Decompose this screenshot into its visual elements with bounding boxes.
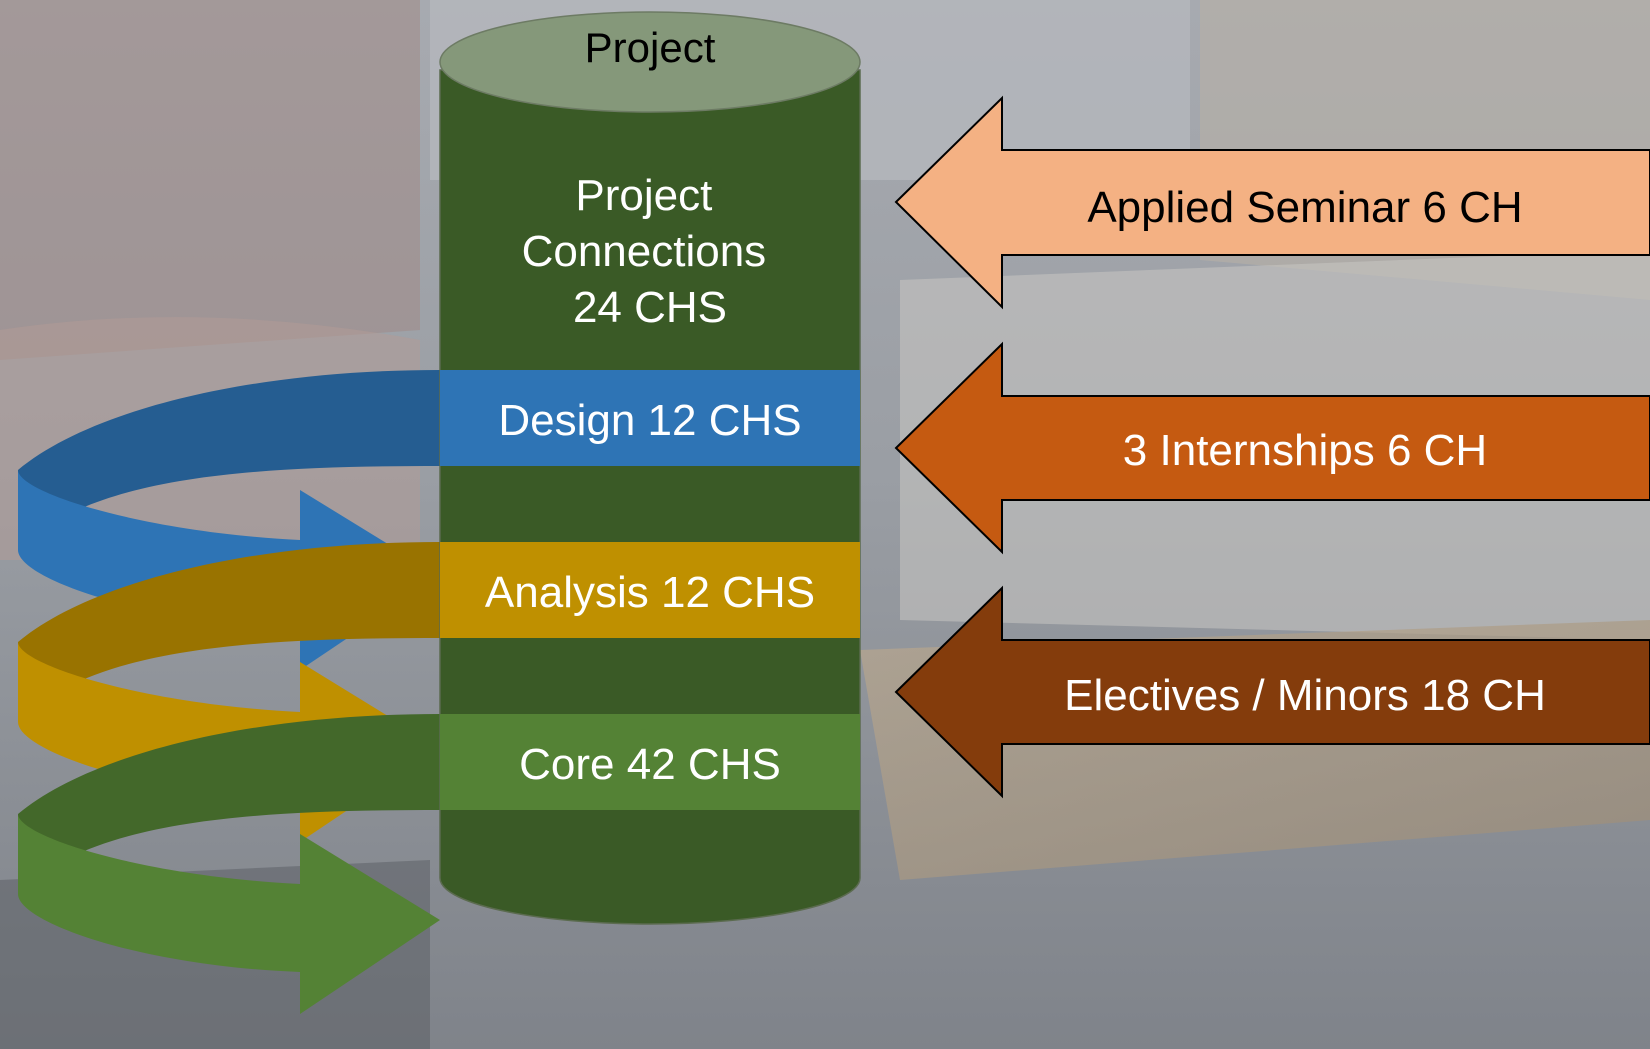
core-band <box>440 714 860 810</box>
project-connections-line-3: 24 CHS <box>573 283 727 332</box>
internships-arrow <box>894 341 1650 555</box>
project-connections-line-2: Connections <box>522 227 767 276</box>
applied-seminar-label: Applied Seminar 6 CH <box>1087 183 1522 232</box>
cylinder-top-cap <box>439 11 861 113</box>
design-band <box>440 370 860 466</box>
core-wrap-arrow <box>18 814 440 1014</box>
analysis-label: Analysis 12 CHS <box>485 568 815 617</box>
analysis-band <box>440 542 860 638</box>
project-connections-line-1: Project <box>575 171 712 220</box>
side-arrows: Applied Seminar 6 CH 3 Internships 6 CH … <box>894 95 1650 799</box>
core-label: Core 42 CHS <box>519 740 781 789</box>
core-wrap-arrow-back <box>18 714 440 894</box>
wrap-arrows <box>18 370 440 1014</box>
curriculum-cylinder: Project Project Connections 24 CHS Desig… <box>439 11 861 925</box>
internships-label: 3 Internships 6 CH <box>1123 426 1487 475</box>
cylinder-body <box>439 69 861 925</box>
analysis-wrap-arrow-back <box>18 542 440 722</box>
electives-arrow <box>894 585 1650 799</box>
design-wrap-arrow-back <box>18 370 440 550</box>
cylinder-top-label: Project <box>585 24 716 71</box>
applied-seminar-arrow <box>894 95 1650 310</box>
electives-label: Electives / Minors 18 CH <box>1064 671 1546 720</box>
design-label: Design 12 CHS <box>498 396 801 445</box>
project-connections-label: Project Connections 24 CHS <box>522 171 779 332</box>
